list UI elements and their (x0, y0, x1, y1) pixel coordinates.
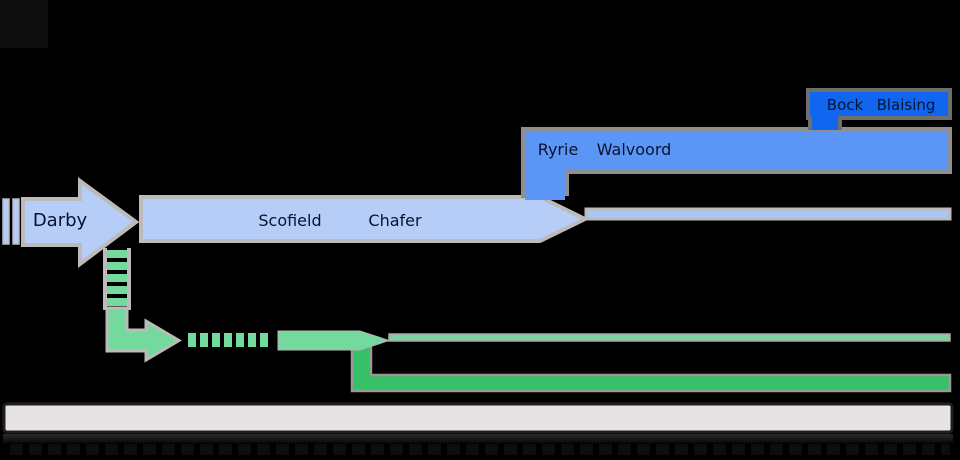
green-tapered-bar (277, 330, 391, 351)
dark-green-branch (350, 344, 952, 393)
darby-label: Darby (32, 210, 88, 231)
timeline-bar (2, 402, 954, 434)
green-elbow-arrow (105, 306, 182, 363)
bock-label: Bock (826, 95, 864, 114)
bock-branch-connector (812, 114, 838, 130)
corner-shade (0, 0, 48, 48)
green-branch-rail-right (127, 248, 131, 310)
green-stream-line (388, 333, 951, 342)
ryrie-label: Ryrie (537, 140, 579, 159)
main-stream-line (584, 207, 952, 221)
green-branch-rail-left (103, 248, 107, 310)
green-branch-stripes (107, 250, 127, 306)
ryrie-branch-connector-border-right (565, 172, 569, 196)
green-dashed-segment (188, 333, 268, 347)
scofield-label: Scofield (258, 211, 322, 230)
timeline-bar-shadow (3, 434, 953, 443)
bock-branch-connector-border-right (838, 116, 842, 130)
chafer-label: Chafer (368, 211, 422, 230)
darby-origin-stripe-1 (2, 198, 10, 245)
walvoord-label: Walvoord (596, 140, 672, 159)
darby-origin-stripe-2 (12, 198, 20, 245)
bock-branch-connector-border-left (808, 116, 812, 130)
ryrie-branch-connector (525, 170, 565, 200)
ryrie-branch-connector-border-left (521, 172, 525, 198)
timeline-tick-row (10, 444, 950, 455)
blaising-label: Blaising (876, 95, 936, 114)
